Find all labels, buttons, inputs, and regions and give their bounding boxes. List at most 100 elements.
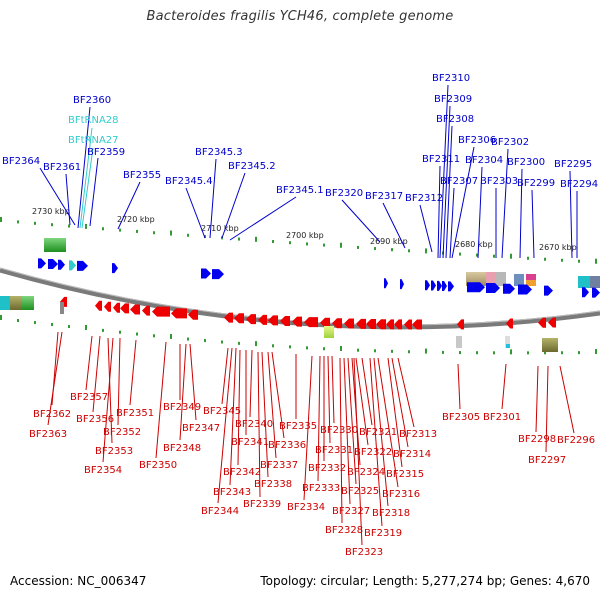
leader-line: [107, 337, 113, 444]
leader-line: [559, 365, 575, 434]
gene-label-BF2320: BF2320: [325, 188, 363, 199]
tick-mark: [527, 256, 529, 260]
bottom-leader-lines: [47, 331, 575, 546]
reverse-gene-arrow: [120, 303, 129, 314]
gene-label-BF2347: BF2347: [182, 423, 220, 434]
forward-gene-arrow: [69, 260, 76, 271]
reverse-gene-arrow: [394, 319, 402, 330]
gene-label-BF2308: BF2308: [436, 114, 474, 125]
reverse-gene-arrow: [538, 317, 546, 328]
reverse-gene-arrow: [142, 305, 150, 316]
tick-mark: [408, 249, 410, 253]
gene-label-BF2301: BF2301: [483, 412, 521, 423]
reverse-gene-arrow: [152, 306, 170, 317]
forward-gene-arrow: [431, 280, 436, 291]
gene-label-BF2356: BF2356: [76, 414, 114, 425]
gene-label-BF2350: BF2350: [139, 460, 177, 471]
leader-line: [449, 187, 455, 259]
tick-mark: [221, 340, 223, 344]
leader-line: [382, 202, 406, 249]
tick-mark: [561, 258, 563, 262]
gene-label-BF2314: BF2314: [393, 449, 431, 460]
scale-label-2710: 2710 kbp: [201, 224, 239, 233]
reverse-gene-arrow: [188, 309, 198, 320]
leader-line: [535, 365, 539, 433]
forward-gene-arrow: [201, 268, 211, 279]
tick-mark: [289, 241, 291, 245]
scale-label-2690: 2690 kbp: [370, 237, 408, 246]
tick-mark: [323, 347, 325, 351]
gene-label-BF2343: BF2343: [213, 487, 251, 498]
tick-mark: [153, 334, 155, 338]
gene-label-BF2294: BF2294: [560, 179, 598, 190]
leader-line: [341, 199, 381, 243]
leader-line: [387, 357, 403, 468]
tick-mark: [544, 351, 546, 355]
forward-strand-genes: [38, 258, 600, 298]
gene-label-BF2344: BF2344: [201, 506, 239, 517]
leader-line: [179, 343, 187, 441]
forward-gene-arrow: [503, 283, 515, 294]
leader-line: [89, 157, 99, 227]
gene-label-BF2352: BF2352: [103, 427, 141, 438]
gene-label-BF2336: BF2336: [268, 440, 306, 451]
leader-line: [377, 357, 399, 488]
tick-mark: [306, 242, 308, 246]
leader-line: [209, 158, 217, 239]
scale-label-2720: 2720 kbp: [117, 215, 155, 224]
gene-label-BF2309: BF2309: [434, 94, 472, 105]
reverse-gene-arrow: [366, 319, 376, 330]
gene-label-BF2348: BF2348: [163, 443, 201, 454]
tick-mark: [272, 240, 274, 244]
leader-line: [361, 357, 373, 426]
reverse-gene-arrow: [344, 318, 354, 329]
gene-label-BF2355: BF2355: [123, 170, 161, 181]
tick-mark: [238, 237, 240, 241]
gene-label-BF2302: BF2302: [491, 137, 529, 148]
scale-label-2700: 2700 kbp: [286, 231, 324, 240]
gene-label-BF2360: BF2360: [73, 95, 111, 106]
tick-mark: [0, 315, 2, 320]
gene-label-BF2335: BF2335: [279, 421, 317, 432]
reverse-gene-arrow: [332, 318, 342, 329]
leader-line: [92, 335, 101, 413]
gene-label-BF2313: BF2313: [399, 429, 437, 440]
leader-line: [373, 357, 389, 507]
gene-label-BF2333: BF2333: [302, 483, 340, 494]
genome-stats-text: Topology: circular; Length: 5,277,274 bp…: [260, 574, 590, 588]
tick-mark: [255, 236, 257, 242]
forward-gene-arrow: [592, 287, 600, 298]
tick-mark: [476, 253, 478, 257]
scale-labels: 2730 kbp 2720 kbp 2710 kbp 2700 kbp 2690…: [32, 207, 577, 252]
gene-label-BF2345.4: BF2345.4: [165, 176, 213, 187]
tick-mark: [68, 325, 70, 329]
leader-line: [437, 165, 441, 259]
leader-line: [339, 357, 343, 524]
tick-mark: [595, 258, 597, 264]
tick-mark: [340, 346, 342, 352]
leader-line: [397, 357, 415, 428]
leader-line: [271, 351, 285, 439]
gene-label-BF2349: BF2349: [163, 402, 201, 413]
tick-mark: [187, 337, 189, 341]
gene-label-BF2300: BF2300: [507, 157, 545, 168]
leader-line: [442, 105, 451, 259]
gene-label-BF2325: BF2325: [341, 486, 379, 497]
gene-label-BF2345: BF2345: [203, 406, 241, 417]
leader-line: [81, 147, 94, 229]
leader-line: [189, 343, 197, 421]
forward-gene-arrow: [467, 282, 485, 293]
reverse-gene-arrow: [104, 301, 111, 312]
gene-label-BF2342: BF2342: [223, 467, 261, 478]
reverse-gene-arrow: [171, 308, 187, 319]
leader-line: [501, 148, 509, 259]
gene-label-BF2341: BF2341: [231, 437, 269, 448]
tick-mark: [272, 344, 274, 348]
tick-mark: [289, 345, 291, 349]
leader-line: [221, 347, 229, 405]
gene-label-BF2297: BF2297: [528, 455, 566, 466]
forward-gene-arrow: [212, 269, 224, 280]
gene-label-BF2299: BF2299: [517, 178, 555, 189]
tick-mark: [17, 220, 19, 224]
gene-label-BF2327: BF2327: [332, 506, 370, 517]
